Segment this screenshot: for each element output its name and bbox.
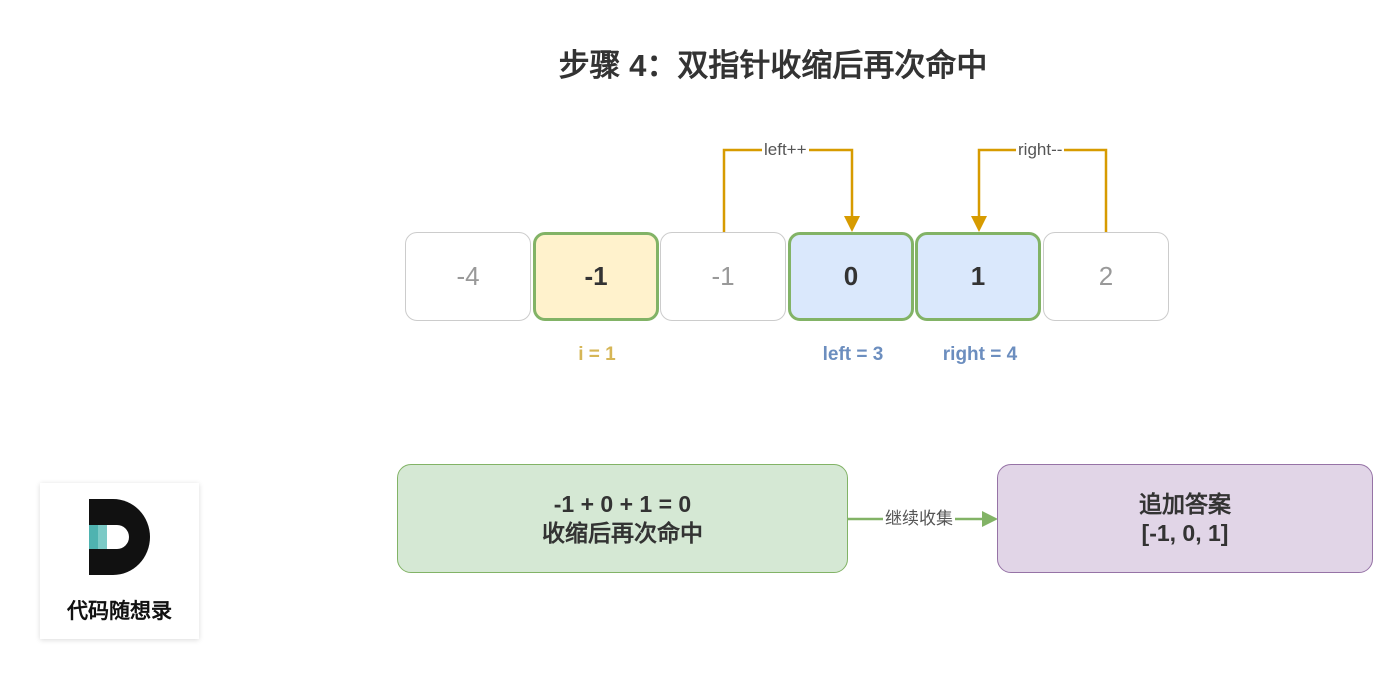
array-cell-1-i: -1: [533, 232, 659, 321]
append-answer-triplet: [-1, 0, 1]: [1141, 519, 1229, 546]
append-answer-title: 追加答案: [1139, 490, 1231, 517]
right-pointer-label: right = 4: [942, 344, 1018, 365]
sum-equation: -1 + 0 + 1 = 0: [553, 490, 692, 517]
logo-text: 代码随想录: [67, 600, 172, 623]
right-move-arrowhead: [971, 216, 987, 232]
array-cell-4-right: 1: [915, 232, 1041, 321]
left-move-arrow: [722, 148, 854, 232]
flow-arrow-label: 继续收集: [883, 509, 955, 529]
array-cell-3-left: 0: [788, 232, 914, 321]
left-pointer-label: left = 3: [822, 344, 884, 365]
array-cell-0: -4: [405, 232, 531, 321]
brand-logo-card: 代码随想录: [40, 483, 199, 639]
right-move-label: right--: [1016, 140, 1065, 160]
right-move-arrow: [977, 148, 1108, 232]
left-move-arrowhead: [844, 216, 860, 232]
sum-check-box: -1 + 0 + 1 = 0 收缩后再次命中: [397, 464, 848, 573]
array-cell-2: -1: [660, 232, 786, 321]
diagram-title: 步骤 4：双指针收缩后再次命中: [558, 48, 988, 83]
append-answer-box: 追加答案 [-1, 0, 1]: [997, 464, 1373, 573]
flow-arrowhead: [982, 511, 998, 527]
sum-result-note: 收缩后再次命中: [542, 519, 703, 546]
left-move-label: left++: [762, 140, 809, 160]
logo-d-icon: [89, 499, 150, 575]
array-cell-5: 2: [1043, 232, 1169, 321]
i-pointer-label: i = 1: [578, 344, 616, 365]
